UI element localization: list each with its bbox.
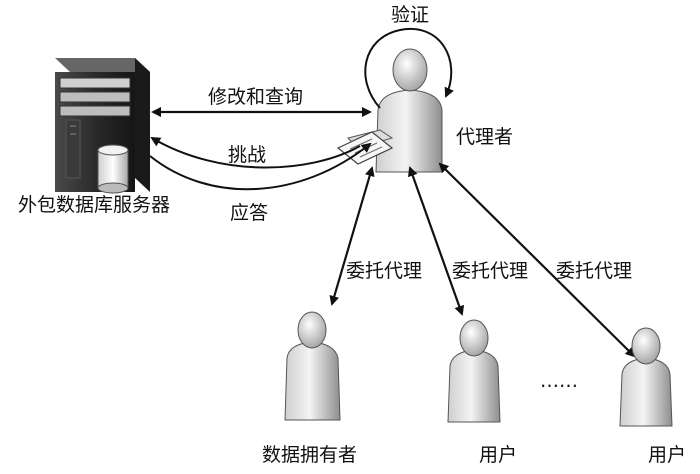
user-person-icon-1 xyxy=(447,319,501,423)
delegate-label-3: 委托代理 xyxy=(556,260,633,282)
server-label: 外包数据库服务器 xyxy=(18,194,171,216)
database-icon xyxy=(97,144,129,194)
challenge-label: 挑战 xyxy=(228,144,267,166)
user-label-1: 用户 xyxy=(479,444,518,466)
verify-loop-arrow xyxy=(364,27,454,109)
response-label: 应答 xyxy=(230,202,269,224)
challenge-arrow xyxy=(150,136,361,169)
verify-label: 验证 xyxy=(391,4,430,26)
delegate-arrow-owner xyxy=(329,166,375,306)
user-person-icon-2 xyxy=(619,327,673,427)
ellipsis-label: …… xyxy=(540,370,578,392)
owner-label: 数据拥有者 xyxy=(262,444,358,466)
response-arrow xyxy=(149,142,372,191)
delegate-arrow-user-2 xyxy=(438,162,636,358)
owner-person-icon xyxy=(284,311,341,421)
proxy-label: 代理者 xyxy=(456,126,514,148)
delegate-arrow-user-1 xyxy=(407,166,465,316)
delegate-label-2: 委托代理 xyxy=(452,260,529,282)
delegate-label-1: 委托代理 xyxy=(346,260,423,282)
modify-query-label: 修改和查询 xyxy=(208,86,304,108)
user-label-2: 用户 xyxy=(648,444,687,466)
